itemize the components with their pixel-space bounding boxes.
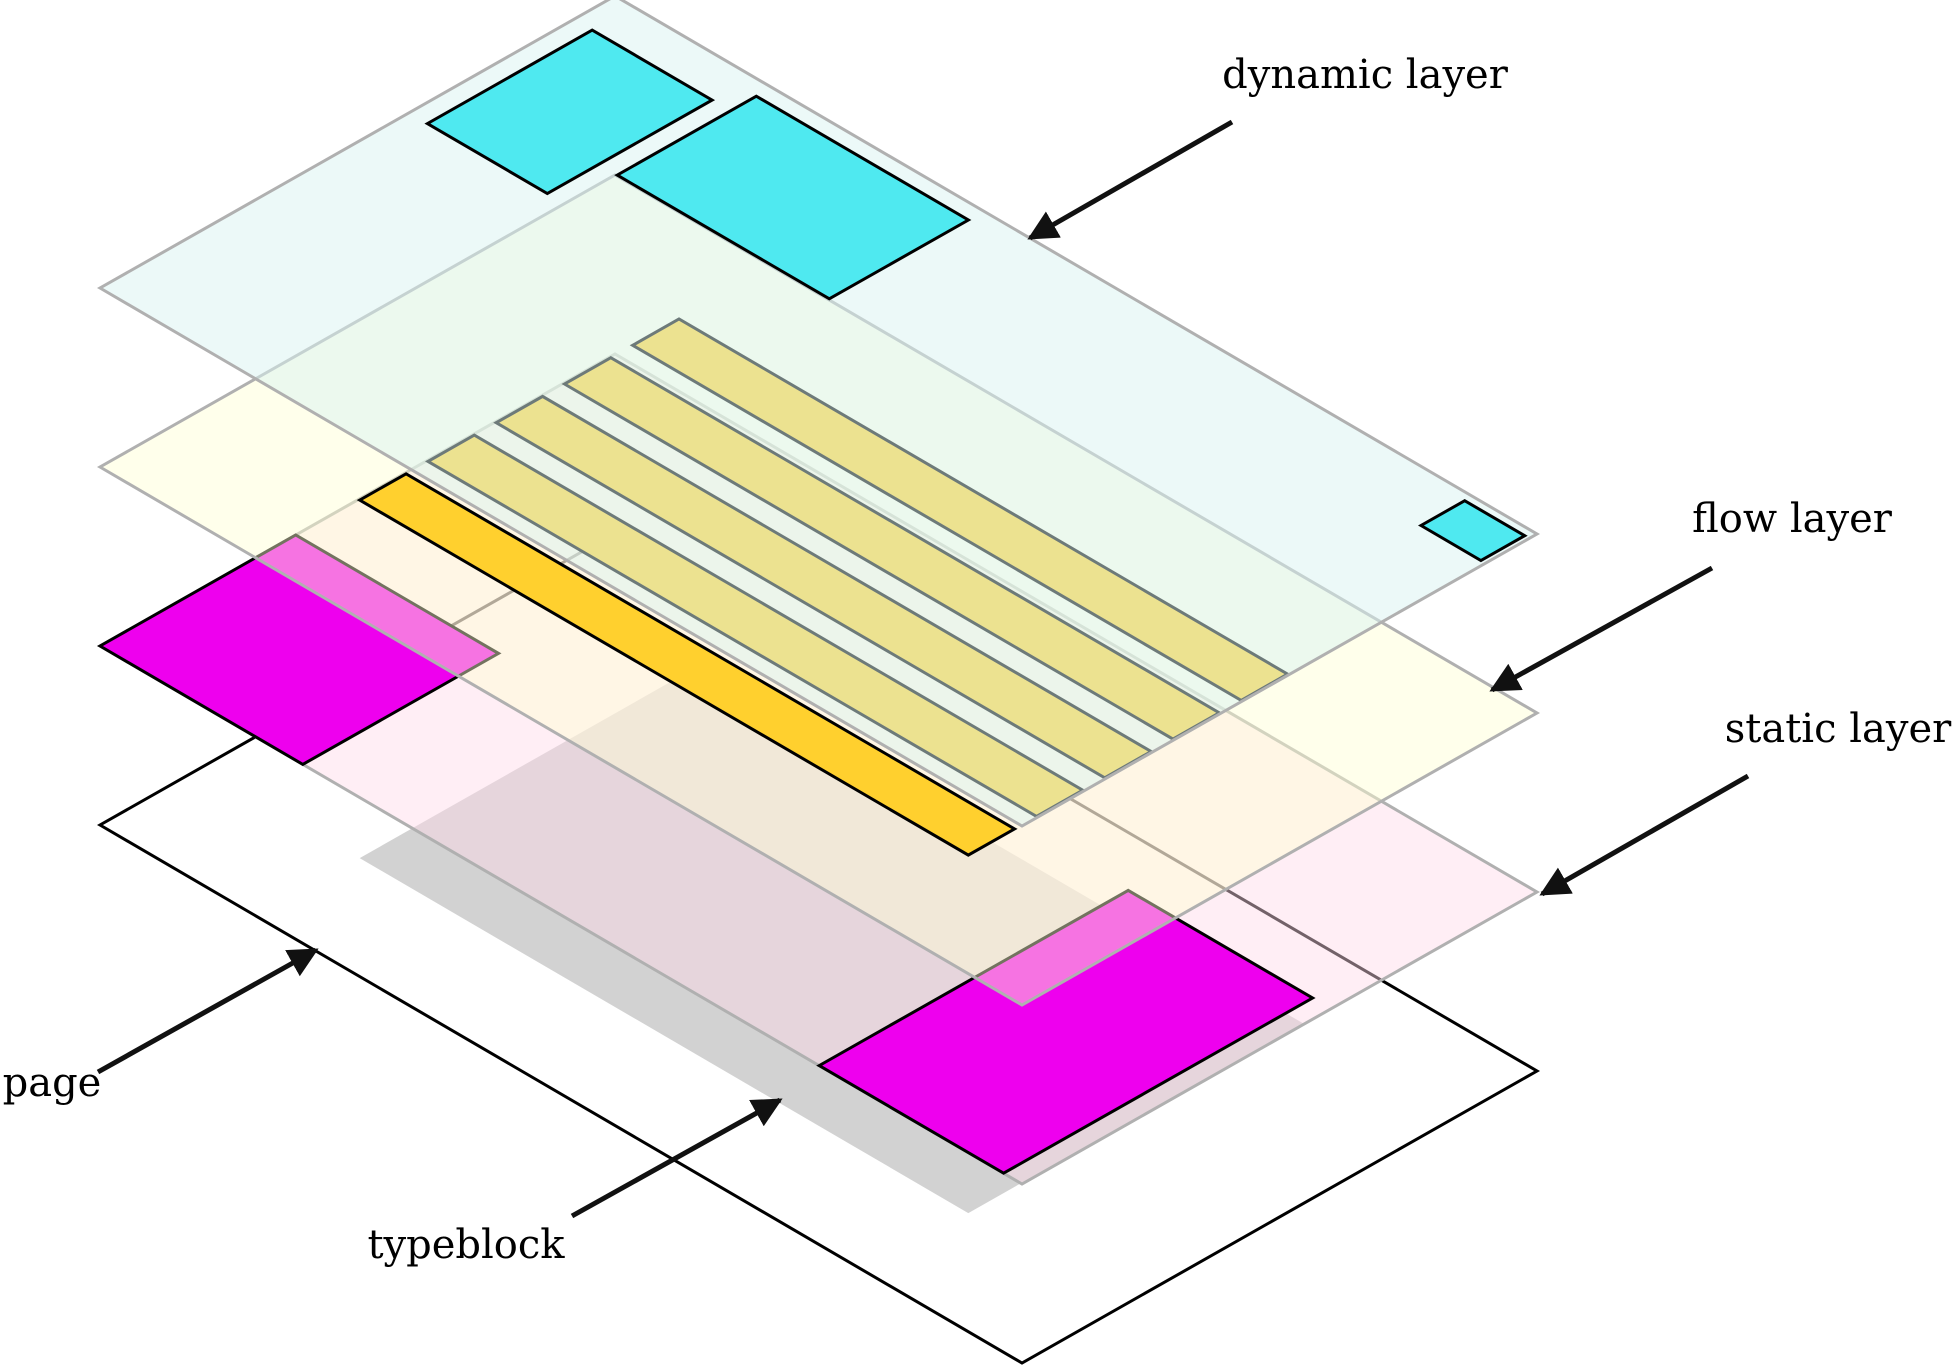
static-frame-left [96, 533, 502, 767]
arrow-typeblock [570, 1097, 783, 1219]
dynamic-frame-top-left [424, 28, 716, 196]
arrow-static-layer [1539, 773, 1750, 897]
arrow-flow-layer [1489, 565, 1714, 693]
dynamic-frame-page-corner [1417, 498, 1528, 563]
arrow-dynamic-layer [1027, 119, 1234, 241]
label-static-layer: static layer [1725, 706, 1952, 752]
label-flow-layer: flow layer [1692, 496, 1893, 542]
dynamic-frame-header [614, 94, 972, 301]
arrow-page [96, 947, 319, 1075]
label-page: page [3, 1060, 102, 1106]
flow-text-line-1 [356, 472, 1018, 857]
static-frame-bottom-right [816, 888, 1316, 1175]
label-dynamic-layer: dynamic layer [1222, 52, 1509, 98]
label-typeblock: typeblock [367, 1222, 565, 1268]
dynamic-layer-sheet [96, 0, 1541, 828]
